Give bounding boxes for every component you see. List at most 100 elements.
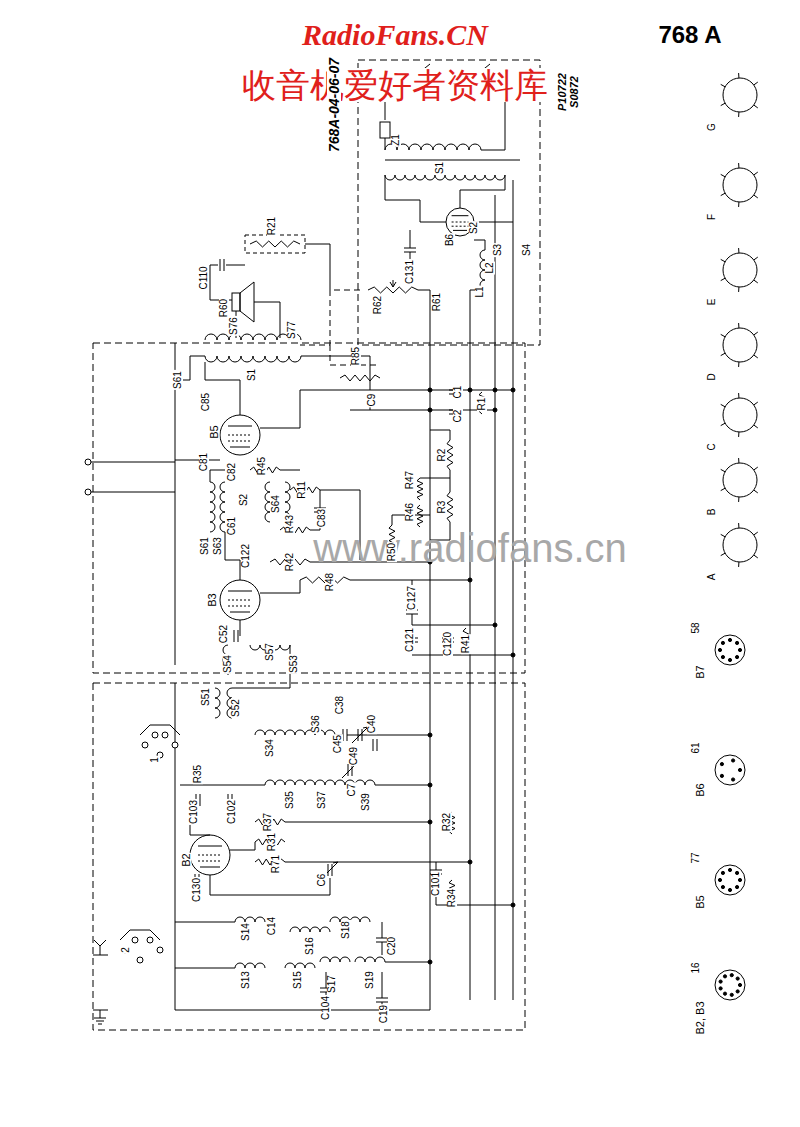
tube-pin: [720, 763, 723, 766]
wire: [328, 864, 329, 876]
wire: [225, 532, 240, 580]
tube-pin: [735, 871, 738, 874]
wire: [721, 404, 725, 406]
component-label: L2: [485, 261, 495, 274]
junction-dot: [511, 388, 515, 392]
component-label: R41: [461, 634, 471, 654]
wire: [230, 842, 255, 850]
wire: [513, 180, 514, 1000]
terminal: [162, 732, 168, 738]
wire: [385, 962, 430, 963]
wire: [474, 240, 485, 250]
tube-pin: [723, 992, 726, 995]
component-label: C85: [201, 392, 211, 412]
tube-pin: [736, 977, 739, 980]
wire: [238, 630, 239, 642]
wire: [738, 362, 739, 367]
wire: [754, 172, 758, 175]
tube-grid: [228, 435, 252, 436]
tube-pin: [719, 980, 722, 983]
wire: [453, 230, 467, 231]
component-label: B5: [209, 424, 220, 439]
component-label: S37: [317, 790, 327, 810]
wire: [754, 257, 758, 260]
component-label: R71: [271, 854, 281, 874]
component-label: S63: [213, 536, 223, 556]
wire: [721, 353, 725, 355]
component-label: S35: [285, 790, 295, 810]
wire: [738, 112, 739, 117]
wire: [495, 195, 496, 1000]
tube-pin: [720, 774, 723, 777]
wire: [721, 423, 725, 425]
wire: [198, 846, 222, 847]
component-label: S19: [365, 970, 375, 990]
wire: [224, 259, 225, 271]
wire: [350, 580, 470, 581]
tube-base-diagram: [715, 970, 745, 1000]
terminal: [137, 957, 143, 963]
component-label: R46: [405, 502, 415, 522]
component-label: C38: [335, 695, 345, 715]
wire: [738, 458, 739, 463]
wire: [430, 430, 450, 440]
component-label: S77: [287, 320, 297, 340]
wire: [375, 785, 430, 786]
wire: [100, 1010, 101, 1018]
wire: [175, 343, 176, 665]
component-label: S64: [271, 494, 281, 514]
wire: [96, 1021, 104, 1022]
junction-dot: [468, 388, 472, 392]
component-label: R32: [442, 812, 452, 832]
component-label: C122: [241, 543, 251, 569]
wire: [210, 470, 225, 482]
wire: [285, 862, 470, 863]
wire: [460, 175, 505, 208]
component-label: R1: [477, 397, 487, 412]
wire: [721, 103, 725, 105]
pin-count: 58: [691, 621, 701, 634]
tube-pin: [718, 648, 721, 651]
wire: [175, 968, 235, 969]
wire: [390, 282, 396, 287]
wire: [98, 1024, 102, 1025]
wire: [738, 497, 739, 502]
component-label: S51: [201, 687, 211, 707]
component-label: C9: [367, 393, 377, 408]
junction-dot: [468, 578, 472, 582]
wire: [382, 972, 383, 998]
wire: [94, 1018, 106, 1019]
component-label: S53: [289, 654, 299, 674]
socket-diagram: [723, 398, 757, 432]
component-label: C2: [453, 409, 463, 424]
wire: [754, 402, 758, 405]
wire: [91, 462, 175, 463]
junction-dot: [493, 388, 497, 392]
wire: [754, 467, 758, 470]
component-label: S4: [522, 243, 532, 257]
component-label: S16: [305, 936, 315, 956]
component-label: R43: [285, 514, 295, 534]
wire: [738, 523, 739, 528]
junction-dot: [511, 653, 515, 657]
coil-symbol: [205, 356, 301, 362]
wire: [260, 390, 513, 428]
wire: [738, 562, 739, 567]
component-label: R21: [267, 216, 277, 236]
tube-base-diagram: [715, 865, 745, 895]
terminal: [132, 937, 138, 943]
socket-diagram: [723, 463, 757, 497]
component-label: S1: [247, 368, 257, 382]
coil-symbol: [210, 482, 215, 532]
component-label: S61: [173, 370, 183, 390]
wire: [260, 580, 300, 593]
wire: [474, 222, 513, 223]
tube-symbol: [220, 580, 260, 620]
terminal: [85, 489, 91, 495]
tube-name: B2, B3: [695, 1000, 706, 1035]
wire: [230, 447, 250, 448]
coil-symbol: [255, 730, 295, 735]
junction-dot: [428, 960, 432, 964]
wire: [254, 302, 280, 338]
component-label: S36: [311, 714, 321, 734]
